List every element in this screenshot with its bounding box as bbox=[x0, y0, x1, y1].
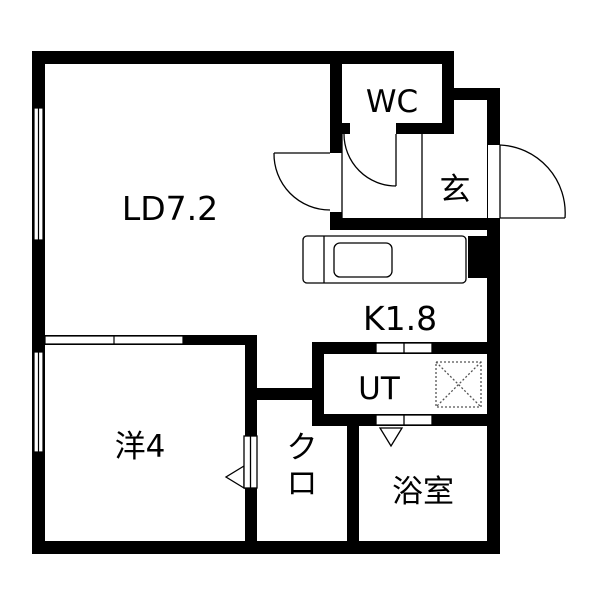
wall-wc-right bbox=[442, 51, 454, 131]
wall-right-lower bbox=[487, 226, 500, 554]
windows bbox=[33, 107, 184, 453]
interior-lines bbox=[224, 134, 482, 490]
wall-entrance-top bbox=[444, 88, 499, 100]
wall-bottom bbox=[32, 541, 500, 554]
room-label-closet: クロ bbox=[287, 430, 318, 502]
wall-closet-top bbox=[245, 388, 315, 400]
wall-wc-left bbox=[330, 51, 342, 153]
room-label-ut: UT bbox=[358, 371, 401, 407]
wall-entrance-bottom bbox=[330, 218, 500, 230]
room-door-marker bbox=[224, 464, 245, 490]
room-label-ld: LD7.2 bbox=[122, 189, 218, 228]
wall-kitchen-stub bbox=[468, 236, 488, 278]
washer-space bbox=[435, 361, 482, 408]
kitchen-sink bbox=[333, 242, 393, 278]
wc-door-gap bbox=[350, 124, 396, 134]
entrance-door-gap bbox=[488, 145, 500, 218]
room-label-entrance: 玄 bbox=[440, 172, 471, 208]
wall-wc-bottom-right bbox=[396, 123, 454, 134]
ld-door-gap bbox=[330, 153, 342, 212]
bath-door-marker bbox=[378, 427, 404, 448]
wall-wc-bottom bbox=[330, 123, 350, 134]
wall-top-left bbox=[32, 51, 342, 64]
doors bbox=[273, 124, 566, 219]
wall-closet-bath bbox=[347, 414, 359, 554]
room-label-western: 洋4 bbox=[115, 429, 166, 465]
room-label-kitchen: K1.8 bbox=[363, 299, 437, 338]
wall-wc-top bbox=[330, 51, 454, 64]
room-label-wc: WC bbox=[366, 84, 418, 120]
room-label-bath: 浴室 bbox=[392, 474, 454, 510]
wall-ut-left bbox=[312, 342, 324, 422]
kitchen-counter bbox=[302, 235, 467, 284]
